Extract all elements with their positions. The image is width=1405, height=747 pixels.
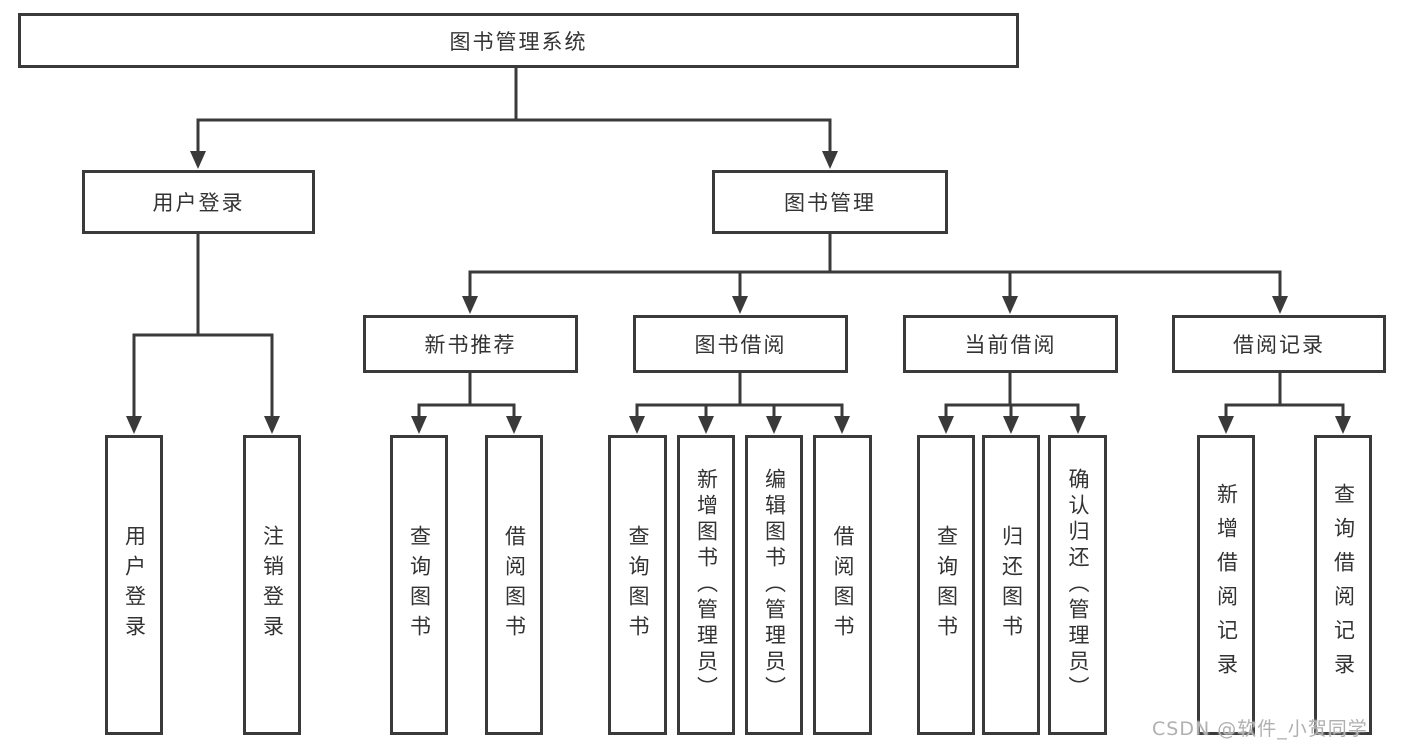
node-search-books-current: 查询图书: [917, 435, 975, 735]
node-book-management: 图书管理: [712, 170, 948, 234]
arrowhead-icon: [1070, 416, 1086, 434]
node-label: 图书管理: [784, 191, 876, 215]
node-return-books: 归还图书: [982, 435, 1040, 735]
connector-borrowing-records-children: [1224, 373, 1345, 416]
arrowhead-icon: [126, 416, 142, 434]
node-search-books-new: 查询图书: [390, 435, 448, 735]
node-label: 借阅记录: [1233, 333, 1325, 357]
node-label: 借阅图书: [831, 525, 855, 645]
node-library-management-system: 图书管理系统: [18, 13, 1019, 68]
node-user-login: 用户登录: [82, 170, 315, 234]
connector-user-login-children: [132, 234, 274, 416]
connector-new-book-children: [417, 373, 516, 416]
node-label: 用户登录: [152, 191, 245, 215]
arrowhead-icon: [506, 416, 522, 434]
node-label: 归还图书: [999, 525, 1024, 645]
node-confirm-return-admin: 确认归还（管理员）: [1048, 435, 1107, 735]
node-edit-books-admin: 编辑图书（管理员）: [745, 435, 803, 735]
node-label: 图书借阅: [694, 333, 787, 357]
arrowhead-icon: [1218, 416, 1234, 434]
node-label: 查询图书: [934, 525, 959, 645]
node-add-books-admin: 新增图书（管理员）: [677, 435, 735, 735]
node-label: 查询图书: [407, 525, 432, 645]
node-borrowing-records: 借阅记录: [1172, 315, 1386, 373]
node-label: 借阅图书: [502, 525, 527, 645]
arrowhead-icon: [1272, 296, 1288, 314]
arrowhead-icon: [732, 296, 748, 314]
node-search-books-borrow: 查询图书: [608, 435, 667, 735]
arrowhead-icon: [1335, 416, 1351, 434]
node-current-borrowing: 当前借阅: [903, 315, 1118, 373]
node-label: 编辑图书（管理员）: [762, 468, 787, 702]
arrowhead-icon: [822, 151, 838, 169]
node-book-borrowing: 图书借阅: [633, 315, 848, 373]
node-logout-leaf: 注销登录: [243, 435, 301, 735]
node-label: 新书推荐: [424, 333, 517, 357]
connector-book-management-children: [468, 234, 1282, 296]
node-label: 图书管理系统: [449, 29, 588, 54]
node-add-borrow-record: 新增借阅记录: [1197, 435, 1255, 735]
node-label: 用户登录: [122, 525, 147, 645]
arrowhead-icon: [766, 416, 782, 434]
arrowhead-icon: [411, 416, 427, 434]
arrowhead-icon: [264, 416, 280, 434]
node-label: 查询图书: [626, 525, 650, 645]
node-borrow-books-new: 借阅图书: [485, 435, 543, 735]
arrowhead-icon: [698, 416, 714, 434]
node-label: 新增图书（管理员）: [694, 468, 719, 702]
node-label: 注销登录: [260, 525, 285, 645]
csdn-watermark: CSDN @软件_小贺同学: [1152, 718, 1368, 740]
arrowhead-icon: [1002, 296, 1018, 314]
node-label: 新增借阅记录: [1214, 483, 1239, 687]
arrowhead-icon: [190, 151, 206, 169]
arrowhead-icon: [938, 416, 954, 434]
arrowhead-icon: [834, 416, 850, 434]
node-borrow-books-borrow: 借阅图书: [813, 435, 872, 735]
connector-book-borrowing-children: [635, 373, 844, 416]
node-user-login-leaf: 用户登录: [105, 435, 163, 735]
arrowhead-icon: [1003, 416, 1019, 434]
node-label: 当前借阅: [964, 333, 1057, 357]
connector-root-to-level2: [196, 68, 832, 151]
node-search-borrow-record: 查询借阅记录: [1314, 435, 1372, 735]
connector-current-borrowing-children: [944, 373, 1080, 416]
arrowhead-icon: [629, 416, 645, 434]
node-label: 确认归还（管理员）: [1066, 468, 1090, 702]
node-label: 查询借阅记录: [1331, 483, 1356, 687]
arrowhead-icon: [462, 296, 478, 314]
node-new-book-recommendation: 新书推荐: [363, 315, 578, 373]
